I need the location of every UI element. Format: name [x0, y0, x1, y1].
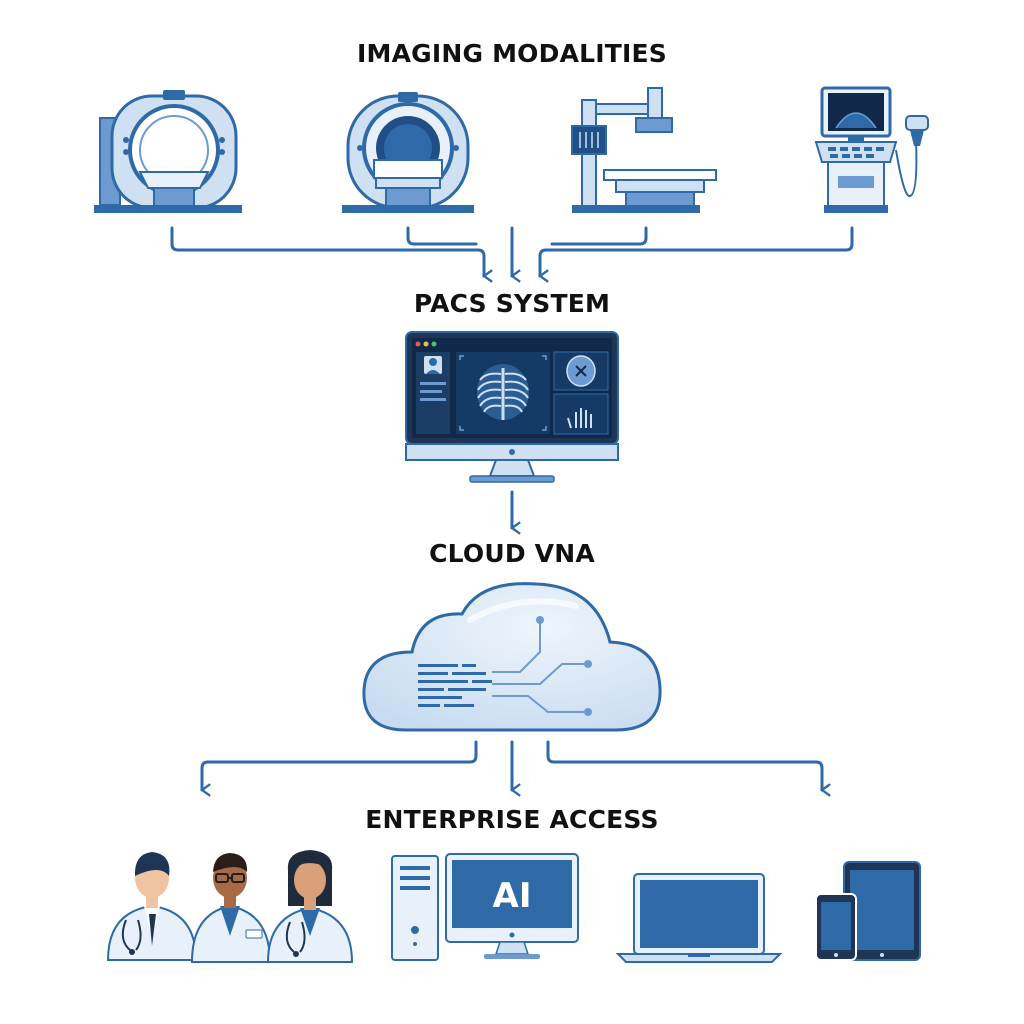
- connector-ct-to-pacs: [170, 226, 493, 283]
- enterprise-access-heading: ENTERPRISE ACCESS: [365, 805, 659, 834]
- connector-vna-to-devices: [546, 740, 831, 797]
- ai-workstation-icon: AI: [391, 853, 579, 961]
- x-ray-machine-icon: [571, 87, 717, 213]
- mri-scanner-icon: [342, 92, 474, 213]
- connector-xray-to-pacs: [550, 226, 648, 246]
- ai-screen-label: AI: [493, 876, 532, 916]
- connector-vna-to-clinicians: [199, 740, 478, 797]
- imaging-modalities-heading: IMAGING MODALITIES: [357, 39, 667, 68]
- mobile-devices-icon: [815, 861, 921, 961]
- cloud-vna-heading: CLOUD VNA: [429, 539, 595, 568]
- connector-mri-to-pacs: [406, 226, 478, 246]
- pacs-monitor-icon: [405, 331, 619, 483]
- clinician-center: [190, 853, 272, 963]
- pacs-system-heading: PACS SYSTEM: [413, 289, 611, 318]
- clinician-left: [106, 852, 198, 961]
- ct-scanner-icon: [94, 90, 242, 213]
- laptop-icon: [615, 873, 783, 963]
- cloud-vna-icon: [362, 582, 662, 732]
- connector-lines: [170, 226, 854, 797]
- clinicians-icon: [106, 850, 354, 963]
- connector-ultrasound-to-pacs: [537, 226, 854, 283]
- ultrasound-machine-icon: [814, 86, 929, 213]
- clinician-right: [266, 850, 354, 963]
